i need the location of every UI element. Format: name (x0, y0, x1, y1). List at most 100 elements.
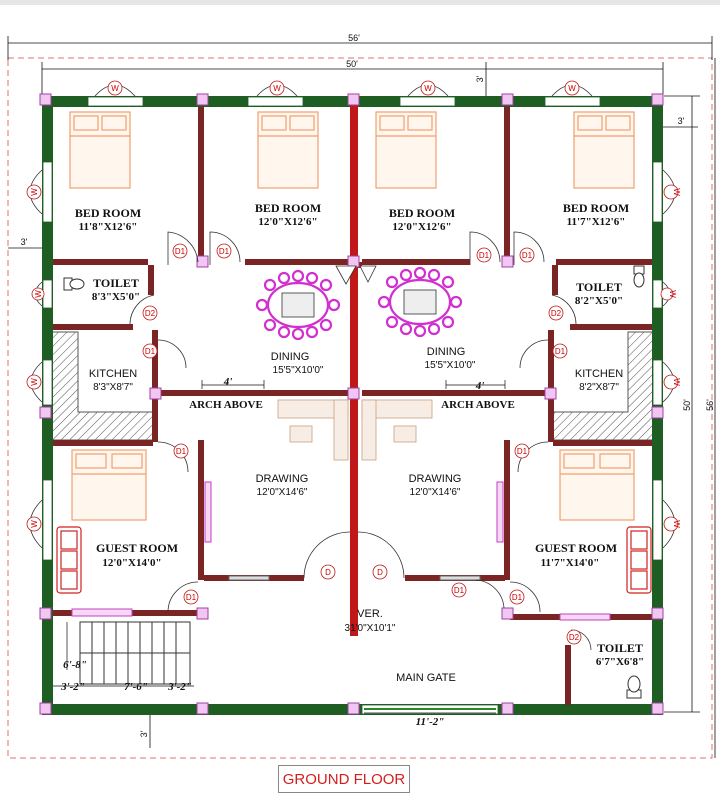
stair-dim-b: 7'-6" (124, 681, 148, 693)
arch-width: 4' (475, 380, 485, 392)
dim-setback-front-label: 3' (475, 75, 485, 82)
door-tag: D1 (145, 347, 156, 356)
room-size: 11'7"X12'6" (567, 216, 626, 228)
arch-label: ARCH ABOVE (189, 399, 263, 411)
window-tag: W (34, 290, 43, 298)
room-size: 15'5"X10'0" (425, 360, 476, 371)
pillars (39, 93, 664, 715)
room-name: KITCHEN (89, 368, 137, 380)
room-name: GUEST ROOM (535, 541, 617, 555)
dim-setback-right-label: 3' (678, 116, 685, 126)
door-tag: D2 (145, 309, 156, 318)
window-tag: W (672, 520, 681, 528)
stair-dimension-lines (53, 622, 194, 687)
room-size: 6'7"X6'8" (596, 656, 644, 668)
top-strip (0, 0, 720, 5)
window-tag: W (30, 188, 39, 196)
window-tag: W (568, 84, 576, 93)
bed-icons (69, 111, 635, 521)
sofa-icon (56, 526, 82, 594)
room-name: GUEST ROOM (96, 541, 178, 555)
room-name: BED ROOM (255, 201, 321, 215)
gate-width: 11'-2" (416, 716, 445, 728)
door-tag: D1 (219, 247, 230, 256)
room-name: TOILET (576, 280, 622, 294)
plot-boundary (7, 57, 713, 759)
room-name: DRAWING (409, 473, 462, 485)
window-tag: W (668, 290, 677, 298)
dim-setback-left: 3' (8, 237, 42, 249)
dining-table-icon (255, 269, 341, 341)
door-tag: D1 (479, 251, 490, 260)
stair-dim-a: 3'-2" (60, 681, 85, 693)
dim-setback-front: 3' (475, 62, 487, 96)
room-size: 8'2"X8'7" (579, 382, 619, 393)
room-size: 8'3"X8'7" (93, 382, 133, 393)
door-tag: D1 (175, 247, 186, 256)
room-size: 15'5"X10'0" (273, 365, 324, 376)
room-name: BED ROOM (563, 201, 629, 215)
room-size: 11'7"X14'0" (541, 557, 600, 569)
door-tag: D2 (551, 309, 562, 318)
room-size: 12'0"X14'6" (257, 487, 308, 498)
bed-icon (375, 111, 437, 189)
window-tag: W (30, 520, 39, 528)
room-size: 8'2"X5'0" (575, 295, 623, 307)
room-name: TOILET (93, 276, 139, 290)
wc-icon (63, 277, 85, 291)
bed-icon (71, 449, 147, 521)
arch-label: ARCH ABOVE (441, 399, 515, 411)
room-size: 11'8"X12'6" (79, 221, 138, 233)
room-size: 12'0"X14'6" (410, 487, 461, 498)
room-name: DINING (271, 351, 310, 363)
stair-dim-c: 3'-2" (167, 681, 192, 693)
dim-setback-bottom: 3' (139, 712, 151, 748)
room-name: DRAWING (256, 473, 309, 485)
door-tag: D1 (176, 447, 187, 456)
door-tags (142, 243, 582, 645)
dim-overall-depth-label: 56' (705, 399, 715, 411)
bed-icon (573, 111, 635, 189)
window-tag: W (273, 84, 281, 93)
room-size: 12'0"X12'6" (392, 221, 451, 233)
shaft-icon (335, 265, 357, 285)
arch-dimensions (201, 380, 506, 714)
bed-icon (257, 111, 319, 189)
door-tag: D2 (569, 633, 580, 642)
dim-inner-width-label: 50' (346, 59, 358, 69)
dim-inner-depth-label: 50' (682, 399, 692, 411)
window-tag: W (672, 188, 681, 196)
dining-table-icon (377, 266, 463, 338)
dining-tables (255, 266, 463, 341)
room-size: 12'0"X14'0" (102, 557, 161, 569)
wardrobes (71, 481, 611, 621)
sofa-icons (56, 526, 652, 594)
arch-width: 4' (223, 376, 233, 388)
door-tag-labels: D1 D1 D1 D1 D2 D2 D1 D1 D1 D1 D D D1 D1 … (145, 247, 580, 642)
bed-icon (559, 449, 635, 521)
dim-overall-width-label: 56' (348, 33, 360, 43)
room-size: 31'0"X10'1" (345, 623, 396, 634)
room-name: TOILET (597, 641, 643, 655)
dim-setback-right: 3' (663, 116, 698, 128)
room-size: 12'0"X12'6" (258, 216, 317, 228)
room-size: 8'3"X5'0" (92, 291, 140, 303)
wc-icon (626, 675, 642, 699)
door-swings (129, 231, 592, 651)
door-tag: D1 (454, 586, 465, 595)
room-name: DINING (427, 346, 466, 358)
staircase (79, 621, 191, 685)
wc-icon (633, 265, 645, 288)
dim-setback-bottom-label: 3' (139, 730, 149, 737)
room-name: BED ROOM (75, 206, 141, 220)
main-gate-label: MAIN GATE (396, 672, 456, 684)
door-tag: D (377, 568, 383, 577)
window-tag-labels: W W W W W W W W W W W W (30, 84, 681, 528)
shaft-icon (359, 265, 377, 283)
drawing-title: GROUND FLOOR (278, 765, 410, 793)
stair-rise: 6'-8" (63, 659, 87, 671)
dim-inner-depth: 50' (664, 95, 700, 713)
door-tag: D1 (522, 251, 533, 260)
room-name: BED ROOM (389, 206, 455, 220)
